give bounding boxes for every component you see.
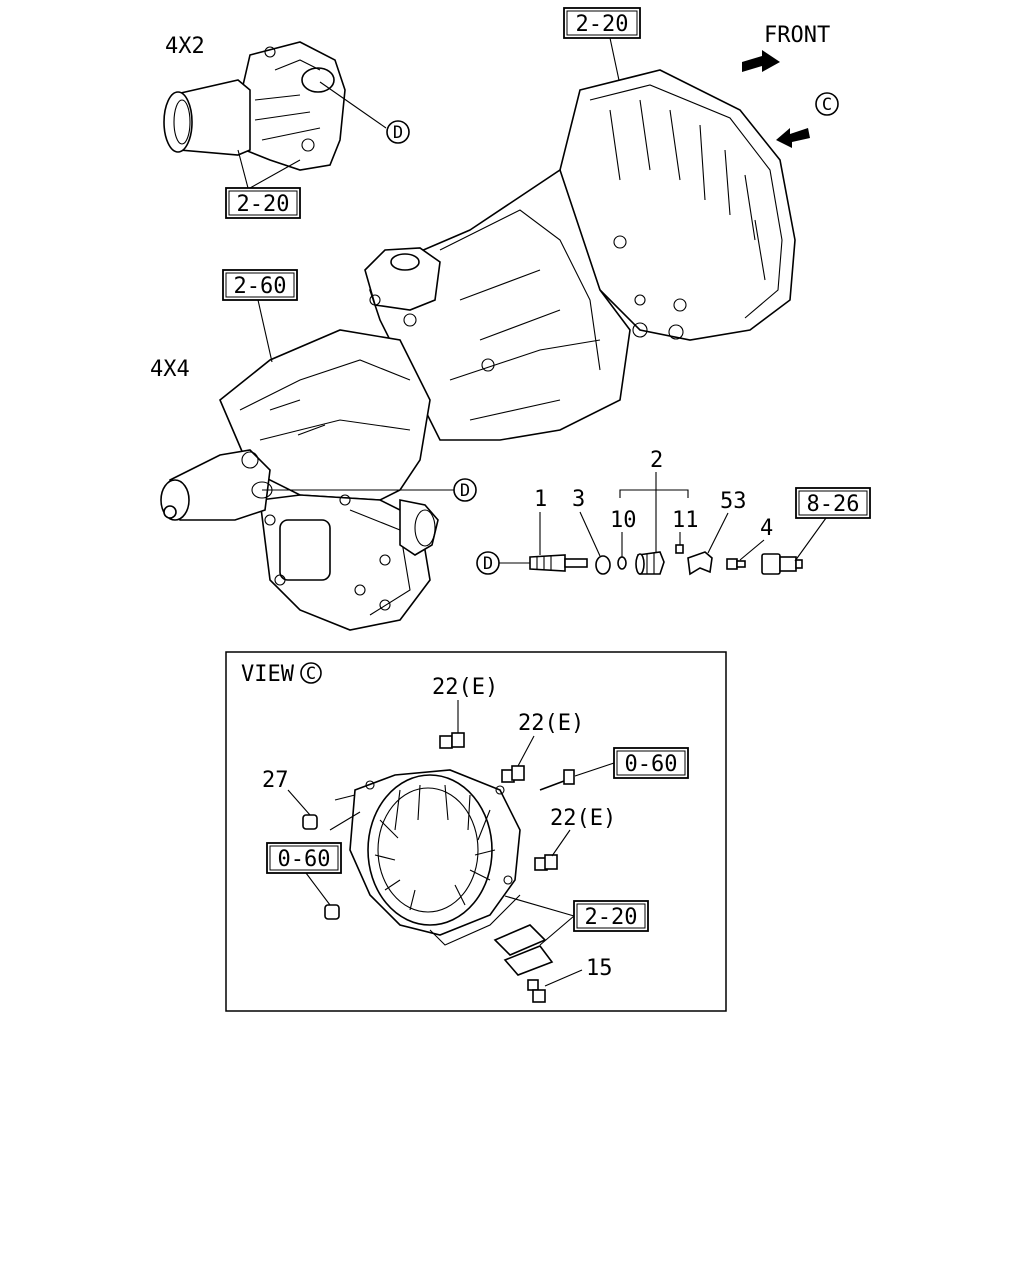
cover-plate bbox=[493, 924, 554, 976]
part-label-27: 27 bbox=[262, 768, 289, 793]
svg-text:2-20: 2-20 bbox=[585, 905, 638, 930]
callout-d-main: D bbox=[453, 478, 477, 502]
variant-4x2-label: 4X2 bbox=[165, 34, 205, 59]
part-label-15: 15 bbox=[586, 956, 613, 981]
svg-text:2-20: 2-20 bbox=[576, 12, 629, 37]
svg-text:D: D bbox=[460, 481, 470, 501]
part-label-22e-lower: 22(E) bbox=[550, 806, 616, 831]
bolt-part-4 bbox=[726, 558, 746, 570]
nut-27 bbox=[302, 814, 318, 830]
ref-2-20-top: 2-20 bbox=[563, 7, 641, 39]
part-label-11: 11 bbox=[672, 508, 699, 533]
extension-housing-4x2 bbox=[163, 41, 346, 171]
pin-part-11 bbox=[675, 544, 684, 554]
part-label-3: 3 bbox=[572, 487, 585, 512]
ref-0-60-right: 0-60 bbox=[613, 747, 689, 779]
ref-2-60: 2-60 bbox=[222, 269, 298, 301]
callout-c-upper: C bbox=[815, 92, 839, 116]
speed-sensor bbox=[761, 553, 803, 575]
svg-text:2-20: 2-20 bbox=[237, 192, 290, 217]
svg-text:8-26: 8-26 bbox=[807, 492, 860, 517]
callout-d-upper: D bbox=[386, 120, 410, 144]
bolt-22e-mid bbox=[501, 765, 525, 783]
svg-text:0-60: 0-60 bbox=[278, 847, 331, 872]
stud-0-60 bbox=[539, 769, 575, 791]
washer-part-3 bbox=[595, 555, 611, 575]
part-label-53: 53 bbox=[720, 489, 747, 514]
part-label-4: 4 bbox=[760, 516, 773, 541]
variant-4x4-label: 4X4 bbox=[150, 357, 190, 382]
ref-2-20-upper-left: 2-20 bbox=[225, 187, 301, 219]
bolt-22e-lower bbox=[534, 854, 558, 871]
transmission-assembly bbox=[160, 69, 796, 631]
part-label-1: 1 bbox=[534, 487, 547, 512]
view-c-panel bbox=[225, 651, 727, 1012]
sleeve-part-2 bbox=[635, 551, 665, 575]
svg-text:D: D bbox=[393, 123, 403, 143]
view-label: VIEW bbox=[241, 662, 295, 687]
ref-8-26: 8-26 bbox=[795, 487, 871, 519]
clutch-housing bbox=[349, 769, 521, 946]
svg-text:0-60: 0-60 bbox=[625, 752, 678, 777]
callout-d-gear: D bbox=[476, 551, 500, 575]
bolt-15 bbox=[527, 979, 546, 1003]
clip-part-53 bbox=[687, 551, 713, 576]
part-label-2: 2 bbox=[650, 448, 663, 473]
ref-2-20-view: 2-20 bbox=[573, 900, 649, 932]
svg-text:C: C bbox=[306, 664, 316, 684]
speedometer-driven-gear bbox=[529, 554, 588, 572]
o-ring-part-10 bbox=[617, 556, 627, 570]
svg-text:C: C bbox=[822, 95, 832, 115]
svg-text:D: D bbox=[483, 554, 493, 574]
callout-c-view: C bbox=[300, 662, 322, 684]
svg-text:2-60: 2-60 bbox=[234, 274, 287, 299]
nut-0-60 bbox=[324, 904, 340, 920]
ref-0-60-left: 0-60 bbox=[266, 842, 342, 874]
bolt-22e-top bbox=[439, 732, 465, 749]
part-label-22e-mid: 22(E) bbox=[518, 711, 584, 736]
view-c-arrow-icon bbox=[776, 128, 810, 148]
front-label: FRONT bbox=[764, 23, 830, 48]
part-label-22e-top: 22(E) bbox=[432, 675, 498, 700]
part-label-10: 10 bbox=[610, 508, 637, 533]
front-arrow-icon bbox=[742, 50, 780, 72]
